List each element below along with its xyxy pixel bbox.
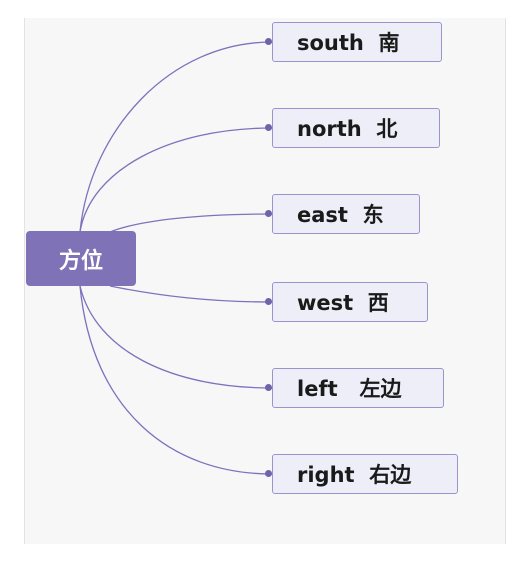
node-north[interactable]: north 北 — [272, 108, 440, 148]
link-north — [79, 127, 273, 233]
connector-dot-north — [265, 124, 272, 131]
node-label: north 北 — [297, 117, 398, 141]
link-left — [79, 285, 273, 389]
node-label: east 东 — [297, 203, 384, 227]
connector-dot-right — [265, 470, 272, 477]
node-right[interactable]: right 右边 — [272, 454, 458, 494]
node-east[interactable]: east 东 — [272, 194, 420, 234]
connector-dot-left — [265, 384, 272, 391]
node-label: south 南 — [297, 31, 400, 55]
link-south — [79, 41, 273, 233]
node-label: left 左边 — [297, 377, 402, 401]
node-west[interactable]: west 西 — [272, 282, 428, 322]
node-south[interactable]: south 南 — [272, 22, 442, 62]
connector-dot-east — [265, 210, 272, 217]
link-right — [79, 285, 273, 475]
root-node[interactable]: 方位 — [26, 231, 136, 286]
node-label: right 右边 — [297, 463, 412, 487]
connector-dot-south — [265, 38, 272, 45]
link-east — [109, 213, 273, 233]
connector-dot-west — [265, 298, 272, 305]
node-label: west 西 — [297, 291, 389, 315]
node-left[interactable]: left 左边 — [272, 368, 444, 408]
link-west — [109, 285, 273, 303]
root-label: 方位 — [58, 248, 103, 274]
